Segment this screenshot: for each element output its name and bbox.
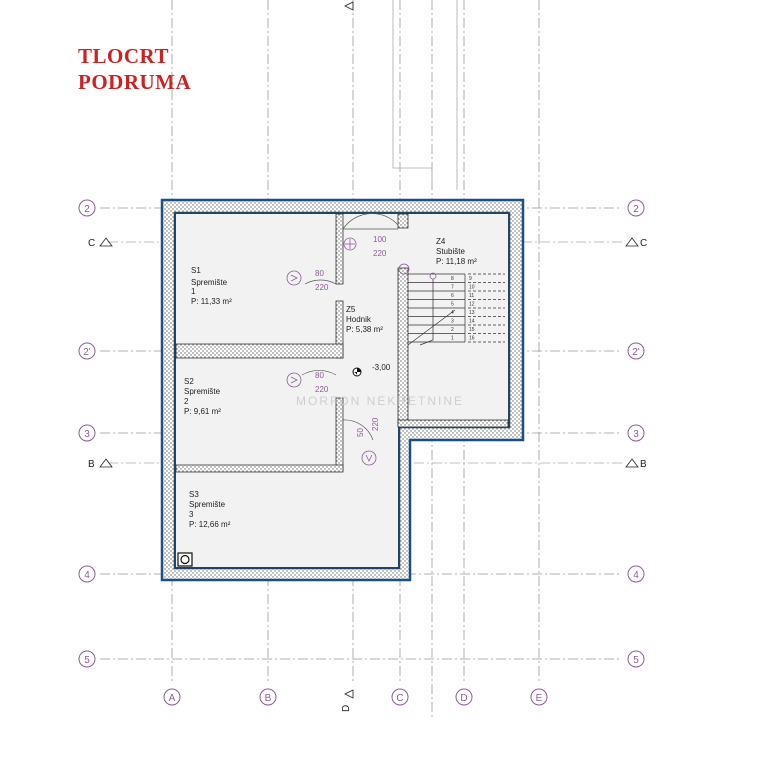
room-s1-area: P: 11,33 m² <box>191 297 232 306</box>
room-s1-id: S1 <box>191 266 201 275</box>
door-2-height: 220 <box>315 283 329 292</box>
room-s2-area: P: 9,61 m² <box>184 407 221 416</box>
room-z5-area: P: 5,38 m² <box>346 325 383 334</box>
door-4-height: 220 <box>371 417 380 431</box>
section-markers: C C B B D <box>88 1 647 712</box>
watermark: MORFON NEKRETNINE <box>296 394 464 408</box>
room-s2-id: S2 <box>184 377 194 386</box>
door-3-height: 220 <box>315 385 329 394</box>
stair-number: 12 <box>469 302 475 308</box>
door-4-width: 50 <box>356 428 365 437</box>
room-z5-name: Hodnik <box>346 315 372 324</box>
door-1-width: 100 <box>373 235 387 244</box>
stair-number: 8 <box>451 276 454 282</box>
room-s2-name: Spremište <box>184 387 221 396</box>
room-z5-id: Z5 <box>346 305 356 314</box>
stair-number: 7 <box>451 285 454 291</box>
grid-bubbles: 2 2 2' 2' 3 3 4 4 5 5 A B C D E <box>78 199 645 706</box>
room-z4-id: Z4 <box>436 237 446 246</box>
room-labels: S1 Spremište 1 P: 11,33 m² S2 Spremište … <box>184 237 477 529</box>
room-z4-name: Stubište <box>436 247 465 256</box>
stair-number: 1 <box>451 336 454 342</box>
door-2-width: 80 <box>315 269 324 278</box>
stair-number: 6 <box>451 293 454 299</box>
room-s1-num: 1 <box>191 287 196 296</box>
grid-row-5-right: 5 <box>633 655 639 666</box>
section-c-right: C <box>640 238 647 249</box>
room-s3-id: S3 <box>189 490 199 499</box>
grid-row-4-left: 4 <box>84 570 90 581</box>
stair-number: 11 <box>469 293 474 299</box>
grid-row-4-right: 4 <box>633 570 639 581</box>
door-dimensions: 100 220 80 220 80 220 50 220 <box>315 235 387 437</box>
door-1-height: 220 <box>373 249 387 258</box>
interior-walls <box>175 213 509 473</box>
grid-row-3-left: 3 <box>84 429 90 440</box>
section-b-right: B <box>640 459 647 470</box>
grid-row-2p-left: 2' <box>83 347 91 358</box>
stair-number: 3 <box>451 319 454 325</box>
stair-number: 13 <box>469 310 475 316</box>
floor-drain <box>177 552 193 567</box>
stair-number: 10 <box>469 285 475 291</box>
room-s3-area: P: 12,66 m² <box>189 520 231 529</box>
stair-number: 5 <box>451 302 454 308</box>
grid-col-a: A <box>169 693 176 704</box>
grid-col-e: E <box>536 693 543 704</box>
room-s2-num: 2 <box>184 397 189 406</box>
stair-number: 16 <box>469 336 475 342</box>
section-b-left: B <box>88 459 95 470</box>
room-s3-num: 3 <box>189 510 194 519</box>
door-3-width: 80 <box>315 371 324 380</box>
plan-title-line-1: TLOCRT <box>78 44 169 68</box>
stair-number: 4 <box>451 310 454 316</box>
grid-row-2-right: 2 <box>633 204 639 215</box>
stair-number: 14 <box>469 319 475 325</box>
grid-row-3-right: 3 <box>633 429 639 440</box>
level-label: -3,00 <box>372 363 391 372</box>
room-s1-name: Spremište <box>191 278 228 287</box>
grid-col-c: C <box>396 693 403 704</box>
grid-col-b: B <box>265 693 272 704</box>
grid-row-5-left: 5 <box>84 655 90 666</box>
room-s3-name: Spremište <box>189 500 226 509</box>
stair-number: 9 <box>469 276 472 282</box>
room-z4-area: P: 11,18 m² <box>436 257 477 266</box>
stair-number: 15 <box>469 327 475 333</box>
stair-number: 2 <box>451 327 454 333</box>
grid-col-d: D <box>460 693 467 704</box>
section-c-left: C <box>88 238 95 249</box>
grid-row-2p-right: 2' <box>632 347 640 358</box>
stair-flight: 8 9 7 10 6 11 5 12 4 13 3 14 2 15 1 16 <box>407 273 505 346</box>
stair-walkline <box>419 279 434 346</box>
door-swings <box>301 213 399 441</box>
grid-row-2-left: 2 <box>84 204 90 215</box>
level-marker <box>352 367 362 377</box>
section-d: D <box>341 705 352 712</box>
